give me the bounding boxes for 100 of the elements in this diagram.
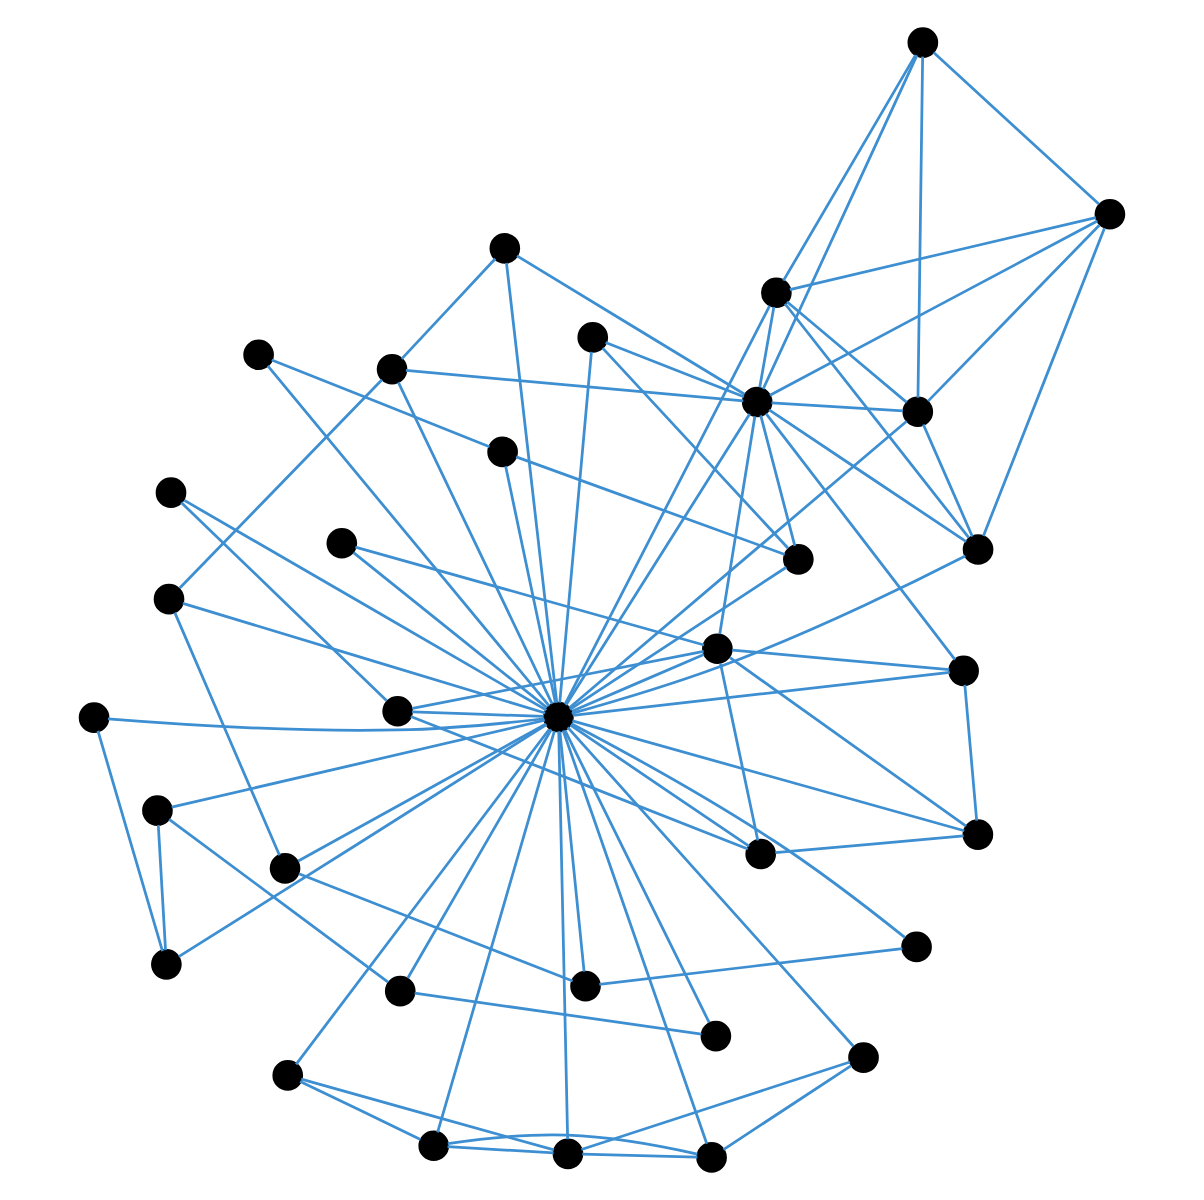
connector [758,306,776,388]
connector [299,1080,422,1141]
connector [156,825,167,951]
node-circle [151,949,182,980]
node-circle [382,695,413,727]
connector [564,413,751,706]
connector [563,305,771,705]
connector [406,728,553,979]
connector [601,347,790,550]
node-circle [902,396,934,428]
node-circle [418,1130,450,1162]
node-circle [948,655,979,687]
connector [599,947,903,986]
connector [729,656,967,828]
connector [731,648,950,671]
connector [768,408,967,543]
connector [764,412,957,661]
node-circle [376,353,408,385]
connector [775,834,964,855]
connector [982,227,1106,537]
node-circle [741,386,773,418]
node-circle [384,975,416,1007]
node-circle [155,477,187,508]
connector [295,728,551,1066]
connector [183,499,548,712]
connector [571,554,966,715]
connector [447,1133,698,1156]
connector [516,254,746,396]
connector [173,612,281,856]
connector [963,684,979,821]
connector [771,401,904,413]
node-circle [243,339,274,371]
node-circle [901,931,932,963]
connector [569,724,750,848]
connector [769,219,1099,397]
connector [722,1064,852,1151]
connector [297,722,547,863]
connector [572,719,965,833]
connector [563,729,711,1023]
connector [759,415,797,547]
node-circle [577,322,609,353]
connector [786,300,908,404]
connector [581,1060,851,1151]
connector [922,423,974,537]
connector [298,872,574,983]
connector [783,302,970,539]
connector [761,54,919,390]
connector [566,726,855,1048]
connector [410,715,749,851]
connector [572,671,950,717]
connector [300,1077,555,1152]
connector [558,731,586,972]
connector [605,341,745,399]
connector [568,420,908,709]
connector [789,216,1097,291]
connector [558,351,593,703]
connector [107,717,545,732]
connector [178,723,548,958]
node-circle [272,1060,304,1091]
connector [515,455,786,556]
node-circle [1094,198,1126,230]
node-circle [962,534,994,565]
connector [171,718,546,809]
connector [557,731,570,1140]
connector [400,257,497,360]
connector [178,378,383,590]
connector [180,501,388,702]
connector [411,710,544,718]
connector [932,51,1100,206]
node-circle [326,527,358,559]
node-circle [783,544,814,575]
connector [569,566,788,711]
connector [266,364,551,707]
connector [505,262,559,703]
node-circle [78,702,110,734]
node-circle [696,1142,727,1173]
node-circle [745,838,777,870]
node-circle [489,233,521,264]
connector [352,551,548,709]
connector [355,545,705,647]
node-circle [142,795,173,826]
node-circle [543,701,574,733]
connector [927,223,1101,403]
node-circle [487,436,518,468]
node-circle [269,852,301,884]
connector [571,653,705,713]
connector [414,991,702,1036]
node-circle [761,277,792,309]
node-circle [848,1042,879,1073]
connector [271,358,490,448]
connector [719,663,760,841]
connector [96,730,164,952]
connector [405,369,744,403]
node-circle [702,633,733,665]
node-circle [552,1138,584,1170]
node-circle [153,583,185,615]
connector [412,650,704,710]
connector [447,1145,554,1155]
connector [561,730,709,1145]
connector [916,56,924,398]
